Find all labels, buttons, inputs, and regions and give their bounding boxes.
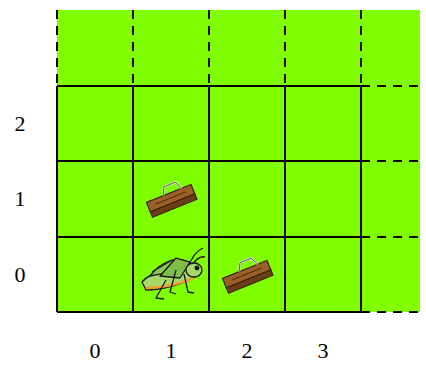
axis-number: 3 <box>318 340 329 362</box>
mousetrap <box>220 253 273 293</box>
mousetrap <box>144 177 197 217</box>
axis-number: 2 <box>15 113 26 135</box>
grass-ground <box>57 10 420 312</box>
axis-number: 0 <box>15 264 26 286</box>
axis-number: 2 <box>242 340 253 362</box>
axis-number: 0 <box>90 340 101 362</box>
grid-continuation <box>57 10 420 312</box>
grid-lines <box>57 86 361 312</box>
grasshopper <box>142 248 205 299</box>
axis-number: 1 <box>15 188 26 210</box>
axis-number: 1 <box>166 340 177 362</box>
